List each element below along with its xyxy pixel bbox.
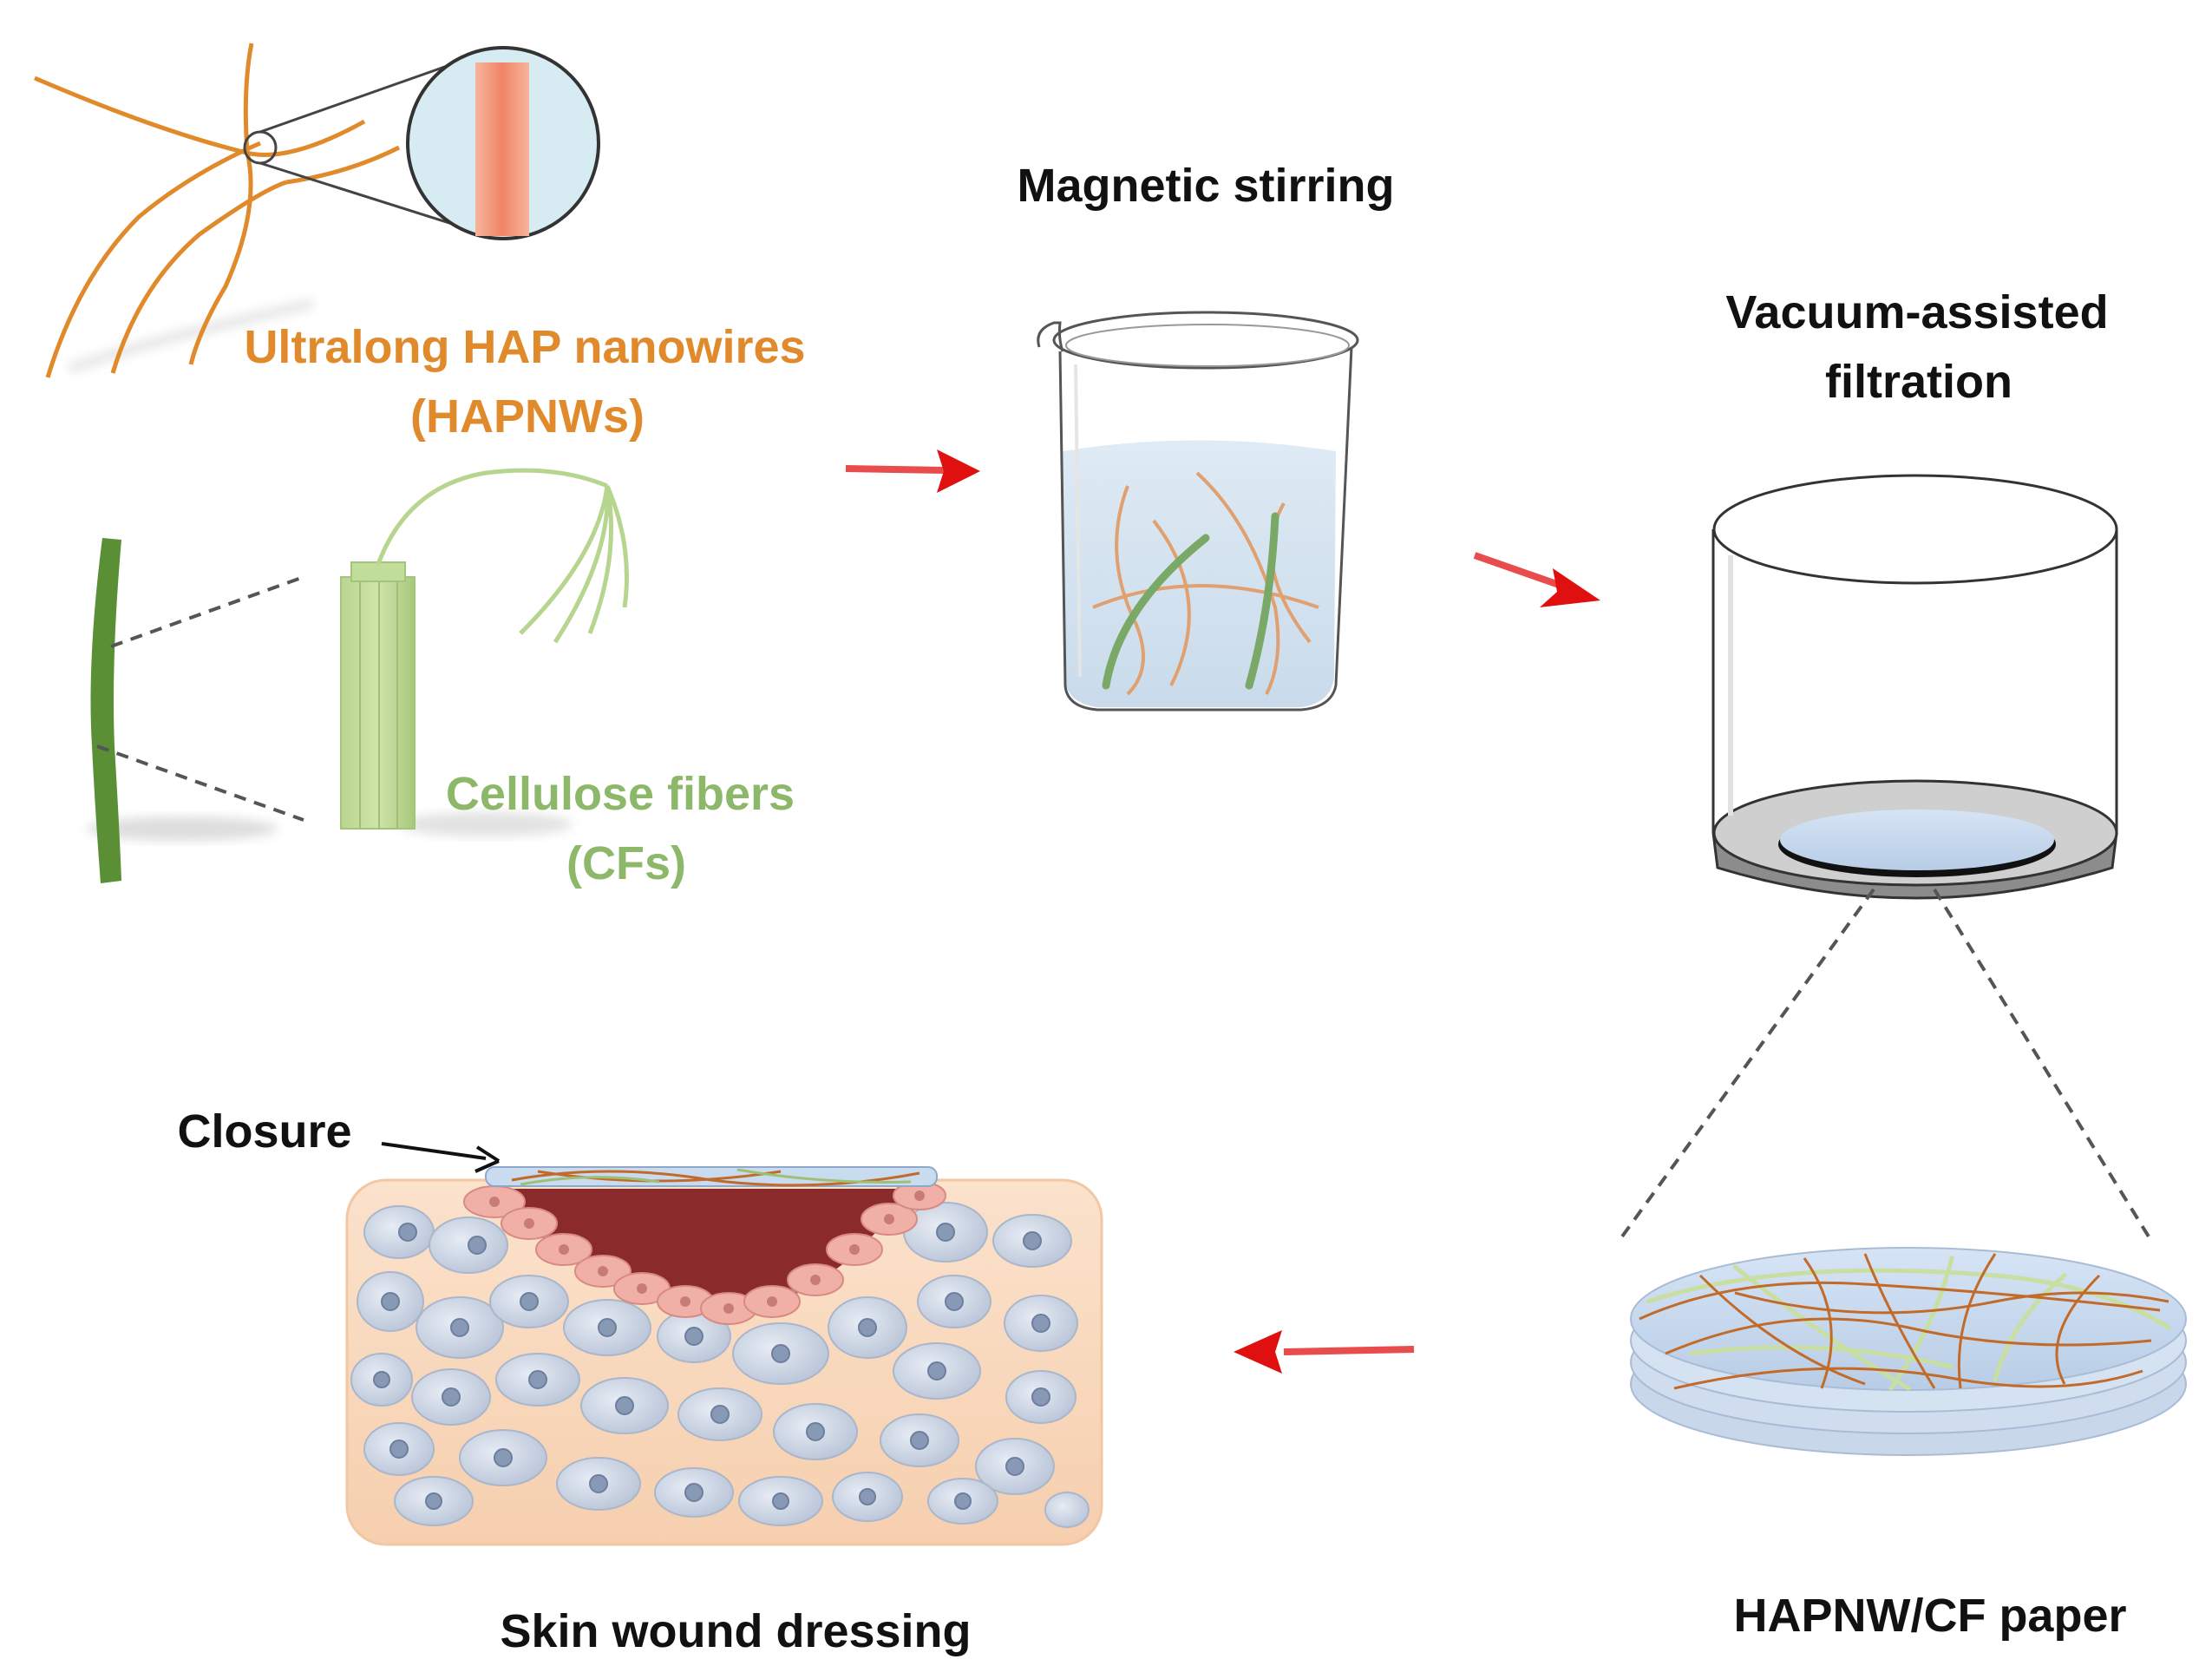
cf-label-line2: (CFs)	[566, 837, 686, 889]
cellulose-fibers-illustration	[87, 468, 629, 883]
cellulose-fiber	[90, 538, 121, 883]
closure-arrow	[381, 1142, 501, 1173]
arrow-to-filtration	[1473, 552, 1600, 607]
hap-label-line2: (HAPNWs)	[410, 390, 645, 443]
single-nanowire	[475, 62, 529, 236]
stirring-label: Magnetic stirring	[1017, 160, 1394, 212]
cf-label-line1: Cellulose fibers	[446, 768, 795, 820]
hapnw-cf-paper-stack	[1630, 1247, 2187, 1456]
filtration-label-line2: filtration	[1825, 356, 2012, 408]
skin-wound-illustration	[345, 1166, 1103, 1546]
paper-label: HAPNW/CF paper	[1733, 1590, 2126, 1642]
dressing-label: Skin wound dressing	[500, 1605, 971, 1657]
filtration-funnel	[1620, 474, 2153, 1243]
beaker	[1037, 311, 1359, 712]
closure-label: Closure	[177, 1105, 351, 1158]
filtration-label-line1: Vacuum-assisted	[1725, 286, 2108, 338]
microfibril-bundle	[340, 468, 629, 830]
hap-label-line1: Ultralong HAP nanowires	[244, 321, 805, 373]
arrow-to-dressing	[1234, 1330, 1415, 1374]
arrow-to-stirring	[845, 449, 980, 493]
hap-nanowires-illustration	[34, 43, 600, 378]
